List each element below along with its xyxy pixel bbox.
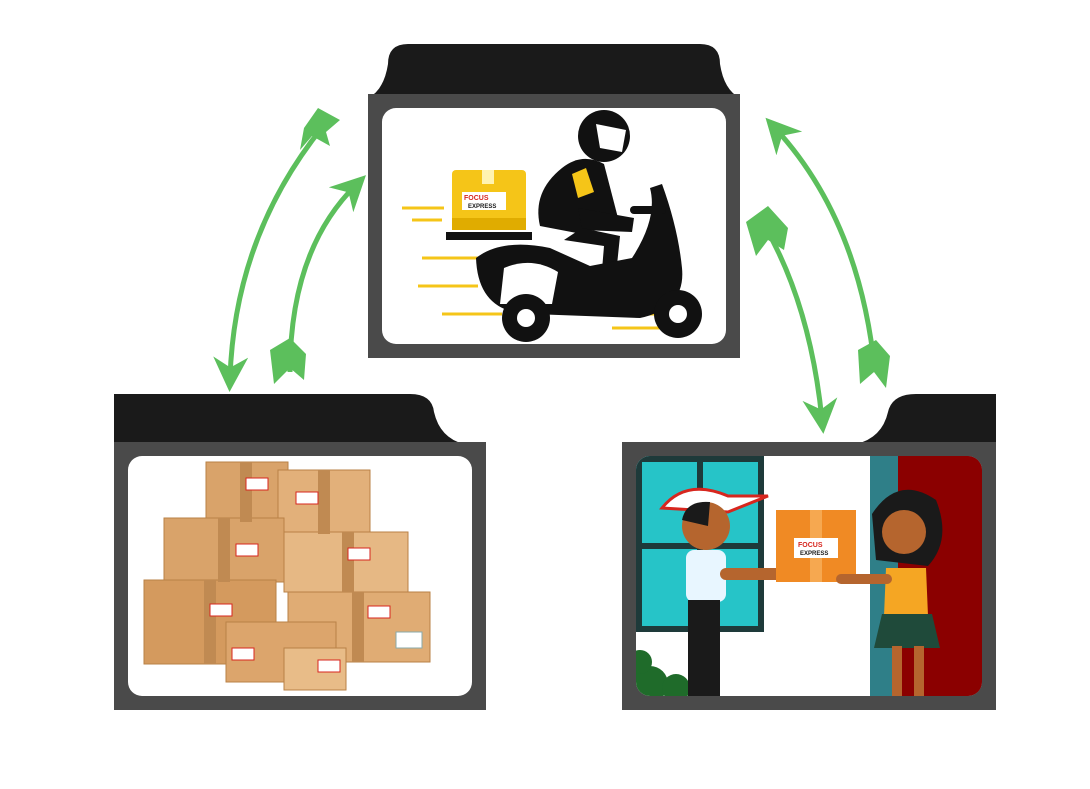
warehouse-image-panel	[128, 456, 472, 696]
node-delivery: FOCUS EXPRESS	[368, 94, 740, 358]
arrow-customer-to-delivery	[765, 117, 878, 373]
box-logo-stickers	[209, 477, 391, 673]
customer-person	[836, 489, 943, 696]
parcel-logo-line2: EXPRESS	[800, 551, 828, 557]
arrow-warehouse-to-delivery	[287, 175, 366, 373]
arrow-tail-feather	[300, 108, 340, 150]
parcel-boxes	[143, 461, 431, 691]
parcel-stack-illustration	[143, 461, 431, 691]
node-tab-warehouse	[114, 394, 464, 444]
arrow-tail-feather	[858, 340, 890, 388]
shipping-label	[395, 631, 423, 649]
customer-image-panel: FOCUS EXPRESS	[636, 456, 982, 696]
courier-person	[659, 487, 790, 696]
delivery-image-panel: FOCUS EXPRESS	[382, 108, 726, 344]
parcel-logo-line1: FOCUS	[798, 542, 823, 549]
arrow-delivery-to-customer	[757, 216, 838, 434]
delivery-box: FOCUS EXPRESS	[452, 170, 526, 230]
node-tab-delivery	[368, 44, 740, 98]
scooter	[476, 184, 702, 342]
arrow-tail-feather	[746, 206, 788, 256]
node-customer: FOCUS EXPRESS	[622, 442, 996, 710]
parcel-handover-illustration: FOCUS EXPRESS	[636, 456, 982, 696]
bushes	[636, 650, 690, 696]
logo-line2: EXPRESS	[468, 204, 496, 210]
node-warehouse	[114, 442, 486, 710]
logo-line1: FOCUS	[464, 195, 489, 202]
arrow-tail-feather	[270, 338, 306, 384]
node-tab-customer	[856, 394, 996, 444]
courier-scooter-illustration: FOCUS EXPRESS	[402, 110, 702, 342]
box-tape-strips	[204, 462, 364, 664]
arrow-delivery-to-warehouse	[213, 116, 332, 392]
handover-parcel: FOCUS EXPRESS	[776, 510, 856, 582]
